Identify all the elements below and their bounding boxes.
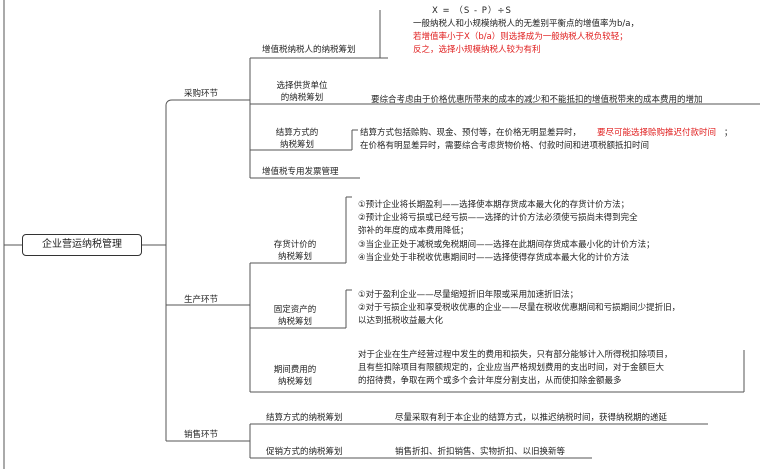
inventory-text-line5: ④当企业处于非税收优惠期间时——选择使得存货成本最大化的计价方法 — [358, 253, 630, 263]
settlement-text-line2: 在价格有明显差异时，需要综合考虑货物价格、付款时间和进项税额抵扣时间 — [360, 141, 650, 151]
vat-formula: X = （S - P）÷S — [432, 6, 512, 16]
inventory-text-line3: 弥补的年度的成本费用降低； — [358, 226, 469, 236]
vat-text-line2: 若增值率小于X（b/a）则选择成为一般纳税人税负较轻； — [413, 32, 628, 42]
trunk-line — [3, 0, 22, 469]
settlement-text-highlight: 要尽可能选择赊购推迟付款时间 — [597, 128, 717, 138]
settlement-title-line2: 纳税筹划 — [279, 140, 314, 150]
sales-settlement-text: 尽量采取有利于本企业的结算方式，以推迟纳税时间，获得纳税期的递延 — [395, 413, 668, 423]
inventory-title-line2: 纳税筹划 — [277, 252, 312, 262]
period-expenses-text-line1: 对于企业在生产经营过程中发生的费用和损失，只有部分能够计入所得税扣除项目， — [358, 350, 673, 360]
production-bracket — [236, 263, 251, 392]
branch-purchase: 采购环节 — [184, 89, 219, 99]
branch-production: 生产环节 — [184, 295, 219, 305]
sales-settlement-title: 结算方式的纳税筹划 — [266, 413, 343, 423]
settlement-text-end: ； — [724, 128, 733, 138]
supplier-title-line2: 的纳税筹划 — [280, 93, 324, 103]
fixed-assets-title-line2: 纳税筹划 — [277, 317, 312, 327]
period-expenses-text-line2: 且有些扣除项目有限额规定的，企业应当严格规划费用的支出时间，对于金额巨大 — [358, 363, 665, 373]
inventory-text-line1: ①预计企业将长期盈利——选择使本期存货成本最大化的存货计价方法； — [358, 200, 630, 210]
vat-taxpayer-title: 增值税纳税人的纳税筹划 — [262, 45, 356, 55]
settlement-title-line1: 结算方式的 — [275, 128, 319, 138]
invoice-title: 增值税专用发票管理 — [262, 167, 339, 177]
period-expenses-text-line3: 的招待费，争取在两个或多个会计年度分割支出，从而使扣除金额最多 — [358, 376, 622, 386]
fixed-assets-text-line2: ②对于亏损企业和享受税收优惠的企业——尽量在税收优惠期间和亏损期间少提折旧， — [358, 303, 681, 313]
inventory-title-line1: 存货计价的 — [273, 240, 317, 250]
branch-sales: 销售环节 — [184, 430, 219, 440]
supplier-title-line1: 选择供货单位 — [276, 81, 328, 91]
period-expenses-title-line2: 纳税筹划 — [277, 377, 312, 387]
inventory-text-line2: ②预计企业将亏损或已经亏损——选择的计价方法必须使亏损尚未得到完全 — [358, 213, 638, 223]
fixed-assets-text-line1: ①对于盈利企业——尽量缩短折旧年限或采用加速折旧法； — [358, 290, 579, 300]
sales-promotion-text: 销售折扣、折扣销售、实物折扣、以旧换新等 — [395, 447, 566, 457]
settlement-text-line1: 结算方式包括赊购、现金、预付等，在价格无明显差异时， 要尽可能选择赊购推迟付款时间… — [360, 128, 733, 140]
purchase-bracket — [236, 58, 251, 178]
period-expenses-title-line1: 期间费用的 — [273, 365, 317, 375]
fixed-assets-text-line3: 以达到抵税收益最大化 — [358, 316, 444, 326]
sales-bracket — [236, 424, 251, 458]
settlement-text-part1: 结算方式包括赊购、现金、预付等，在价格无明显差异时， — [360, 128, 582, 138]
fixed-assets-title-line1: 固定资产的 — [273, 305, 317, 315]
sales-promotion-title: 促销方式的纳税筹划 — [266, 447, 343, 457]
root-connector — [142, 99, 173, 441]
inventory-text-line4: ③当企业正处于减税或免税期间——选择在此期间存货成本最小化的计价方法； — [358, 240, 655, 250]
root-node: 企业营运纳税管理 — [22, 234, 142, 256]
vat-text-line1: 一般纳税人和小规模纳税人的无差别平衡点的增值率为b/a， — [413, 19, 639, 29]
vat-text-line3: 反之，选择小规模纳税人较为有利 — [413, 45, 541, 55]
supplier-text: 要综合考虑由于价格优惠所带来的成本的减少和不能抵扣的增值税带来的成本费用的增加 — [371, 95, 703, 105]
